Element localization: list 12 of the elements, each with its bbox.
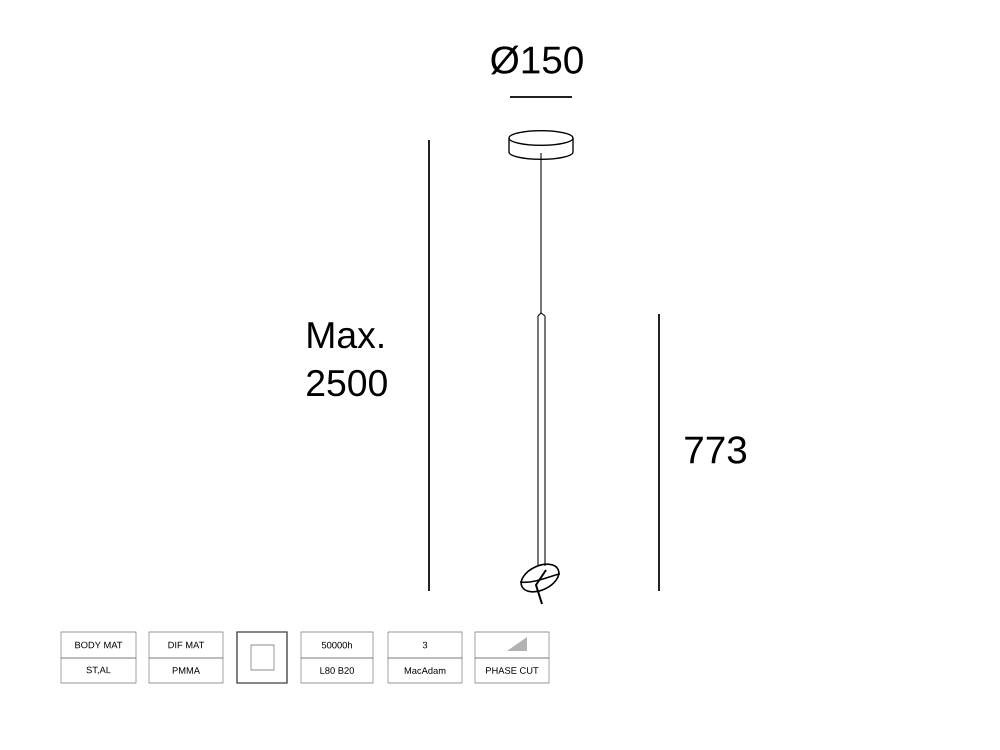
table-cell: DIF MAT: [148, 632, 224, 658]
dimension-text: 773: [685, 436, 746, 464]
table-cell: BODY MAT: [60, 632, 136, 658]
table-cell: 3: [388, 632, 462, 658]
dimension-text: Max. 2500: [307, 322, 387, 396]
table-cell: PHASE CUT: [474, 658, 550, 684]
table-cell: L80 B20: [300, 658, 374, 684]
dimension-text: Ø150: [491, 46, 583, 74]
table-cell: PMMA: [148, 658, 224, 684]
table-cell: 50000h: [300, 632, 374, 658]
table-cell: ST,AL: [60, 658, 136, 684]
table-cell: MacAdam: [388, 658, 462, 684]
